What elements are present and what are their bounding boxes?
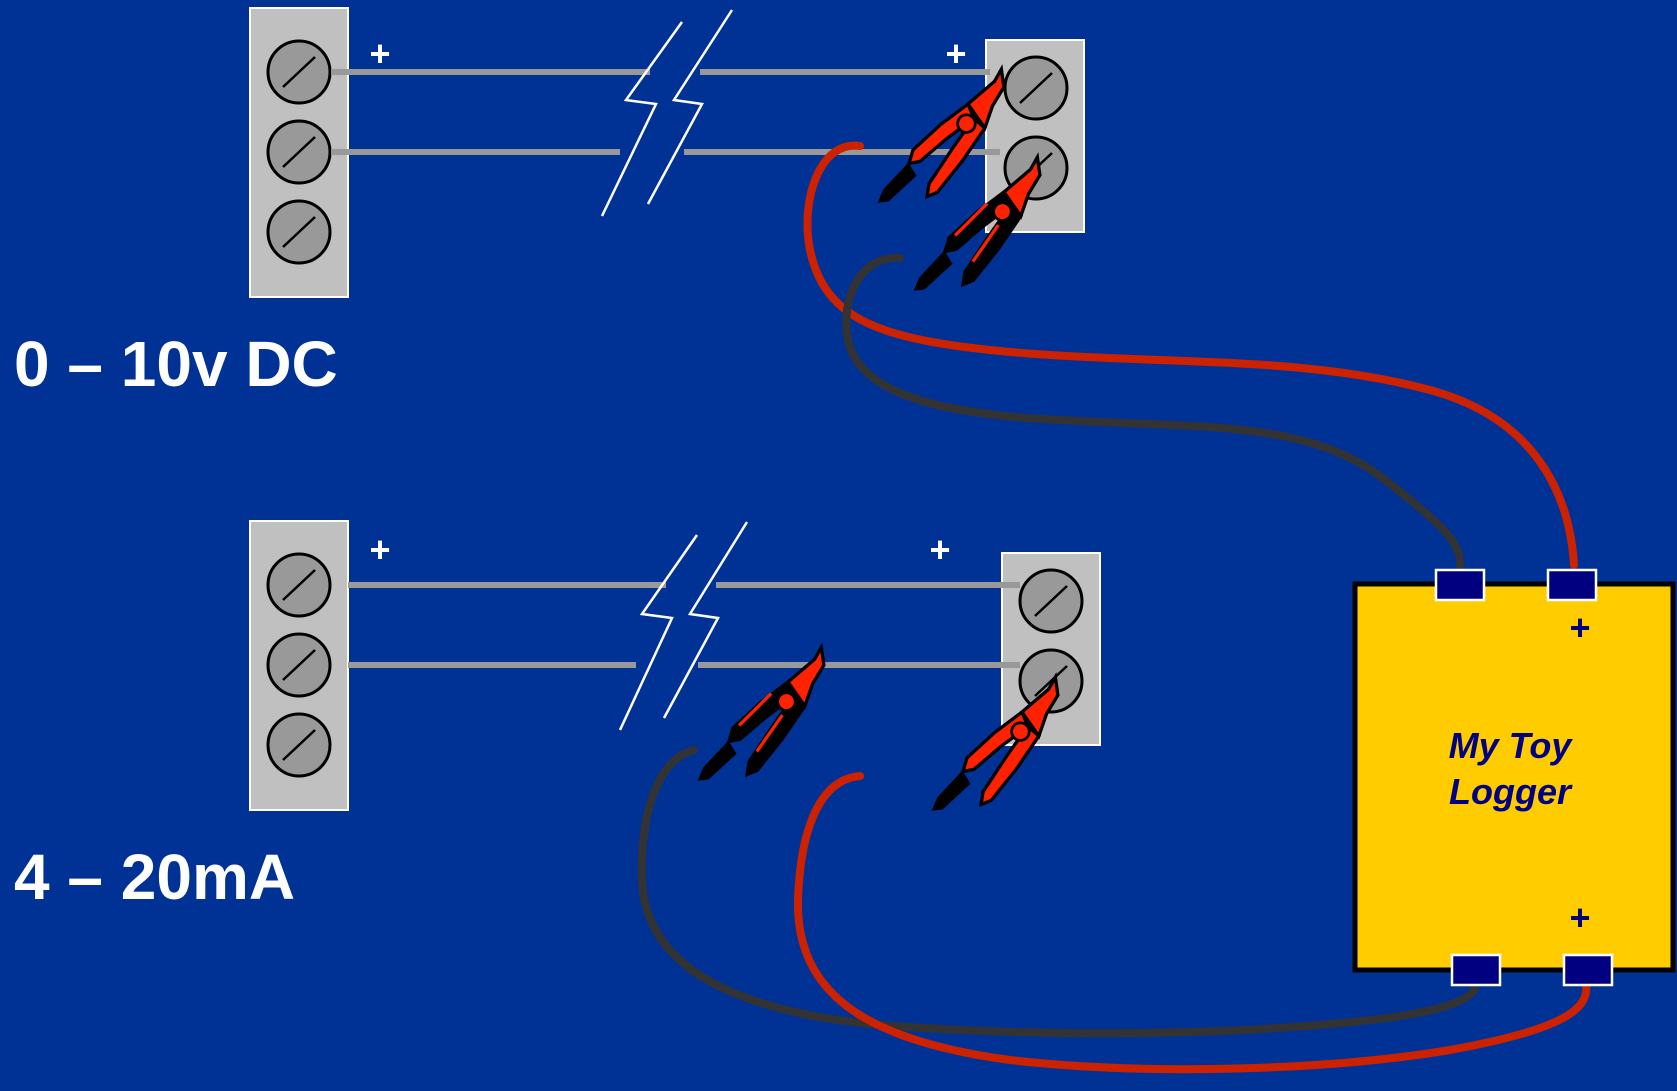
alligator-clip-black-current bbox=[668, 645, 857, 794]
lead-black-current bbox=[637, 746, 1480, 1038]
logger-title-line1: My Toy bbox=[1449, 725, 1574, 766]
polarity-plus-source-voltage: + bbox=[369, 33, 390, 74]
line-break-symbol bbox=[618, 521, 749, 731]
section-label-current: 4 – 20mA bbox=[14, 841, 296, 913]
toy-logger-body bbox=[1352, 581, 1676, 973]
screw-icon bbox=[266, 712, 332, 778]
screw-icon bbox=[1018, 568, 1084, 634]
logger-port-bottom-positive[interactable] bbox=[1562, 953, 1614, 987]
lead-red-voltage bbox=[803, 141, 1578, 569]
screw-icon bbox=[266, 39, 332, 105]
screw-icon bbox=[266, 119, 332, 185]
screw-icon bbox=[266, 552, 332, 618]
line-break-symbol bbox=[600, 9, 734, 217]
screw-icon bbox=[266, 199, 332, 265]
logger-port-top-negative[interactable] bbox=[1434, 568, 1486, 602]
polarity-plus-logger-bottom: + bbox=[1569, 897, 1590, 938]
logger-port-top-positive[interactable] bbox=[1546, 568, 1598, 602]
logger-port-bottom-negative[interactable] bbox=[1450, 953, 1502, 987]
screw-icon bbox=[1003, 55, 1069, 121]
polarity-plus-logger-top: + bbox=[1569, 607, 1590, 648]
polarity-plus-device-current: + bbox=[929, 529, 950, 570]
polarity-plus-source-current: + bbox=[369, 529, 390, 570]
polarity-plus-device-voltage: + bbox=[945, 33, 966, 74]
lead-red-current bbox=[793, 772, 1591, 1074]
screw-icon bbox=[266, 632, 332, 698]
section-label-voltage: 0 – 10v DC bbox=[14, 328, 338, 400]
lead-black-voltage bbox=[842, 253, 1464, 569]
logger-title-line2: Logger bbox=[1449, 771, 1573, 812]
